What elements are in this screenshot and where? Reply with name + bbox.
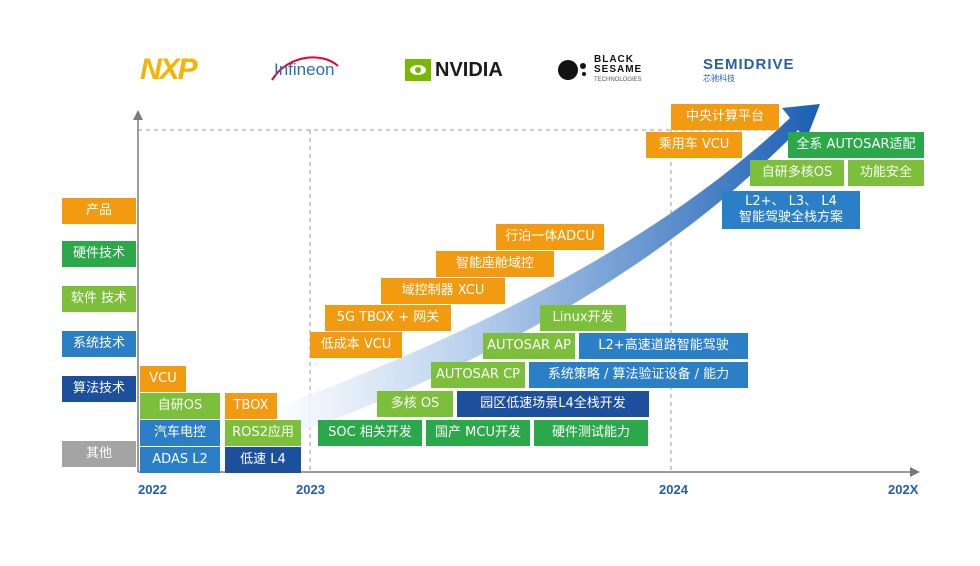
item-l2-l3-l4-line1: L2+、 L3、 L4 [745,194,837,209]
black-sesame-text-3: TECHNOLOGIES [594,77,642,83]
y-axis-arrowhead [133,110,143,120]
item-linux: Linux开发 [540,305,626,331]
item-adcu: 行泊一体ADCU [496,224,604,250]
semidrive-logo-cn: 芯驰科技 [703,74,735,83]
item-auto-ctrl: 汽车电控 [140,420,220,446]
growth-arrow [270,104,820,432]
item-tbox: TBOX [225,393,277,419]
year-2024: 2024 [659,482,688,497]
black-sesame-mark-icon [558,60,586,80]
legend-hardware: 硬件技术 [62,241,136,267]
item-soc: SOC 相关开发 [318,420,422,446]
year-202x: 202X [888,482,919,497]
black-sesame-text-1: BLACK [594,54,634,65]
legend-algorithm: 算法技术 [62,376,136,402]
year-2022: 2022 [138,482,167,497]
semidrive-logo-text: SEMIDRIVE [703,56,795,73]
legend-other: 其他 [62,441,136,467]
item-ros2: ROS2应用 [225,420,301,446]
item-passenger-vcu: 乘用车 VCU [646,132,742,158]
item-func-safety: 功能安全 [848,160,924,186]
item-low-cost-vcu: 低成本 VCU [310,332,402,358]
item-self-os: 自研OS [140,393,220,419]
item-multicore-os: 多核 OS [377,391,453,417]
item-low-speed-l4: 低速 L4 [225,447,301,473]
item-cockpit: 智能座舱域控 [436,251,554,277]
item-sys-strategy: 系统策略 / 算法验证设备 / 能力 [529,362,748,388]
item-l2-l3-l4-line2: 智能驾驶全栈方案 [738,210,843,225]
nvidia-logo: NVIDIA [405,52,503,88]
item-domestic-mcu: 国产 MCU开发 [426,420,530,446]
nvidia-eye-icon [405,59,431,81]
black-sesame-logo: BLACK SESAME TECHNOLOGIES [556,52,642,88]
item-park-l4: 园区低速场景L4全栈开发 [457,391,649,417]
item-l2-highway: L2+高速道路智能驾驶 [579,333,748,359]
year-2023: 2023 [296,482,325,497]
item-autosar-ap: AUTOSAR AP [483,333,575,359]
item-vcu: VCU [140,366,186,392]
infineon-logo: Infineon [268,52,339,88]
legend-product: 产品 [62,198,136,224]
item-hw-test: 硬件测试能力 [534,420,648,446]
item-l2-l3-l4: L2+、 L3、 L4 智能驾驶全栈方案 [722,191,860,229]
legend-software: 软件 技术 [62,286,136,312]
nvidia-logo-text: NVIDIA [435,58,503,81]
black-sesame-text-2: SESAME [594,64,643,75]
item-5g-tbox: 5G TBOX + 网关 [325,305,451,331]
semidrive-logo: SEMIDRIVE 芯驰科技 [703,52,795,88]
x-axis-arrowhead [910,467,920,477]
item-adas-l2: ADAS L2 [140,447,220,473]
item-autosar-full: 全系 AUTOSAR适配 [788,132,924,158]
item-self-multicore-os: 自研多核OS [750,160,844,186]
legend-system: 系统技术 [62,331,136,357]
nxp-logo: NXP [140,52,198,88]
item-autosar-cp: AUTOSAR CP [431,362,525,388]
infineon-swoosh-icon [271,56,339,81]
item-xcu: 域控制器 XCU [381,278,505,304]
infineon-logo-text: Infineon [274,60,335,79]
nxp-logo-text: NXP [140,53,198,86]
item-central-computing: 中央计算平台 [671,104,779,130]
